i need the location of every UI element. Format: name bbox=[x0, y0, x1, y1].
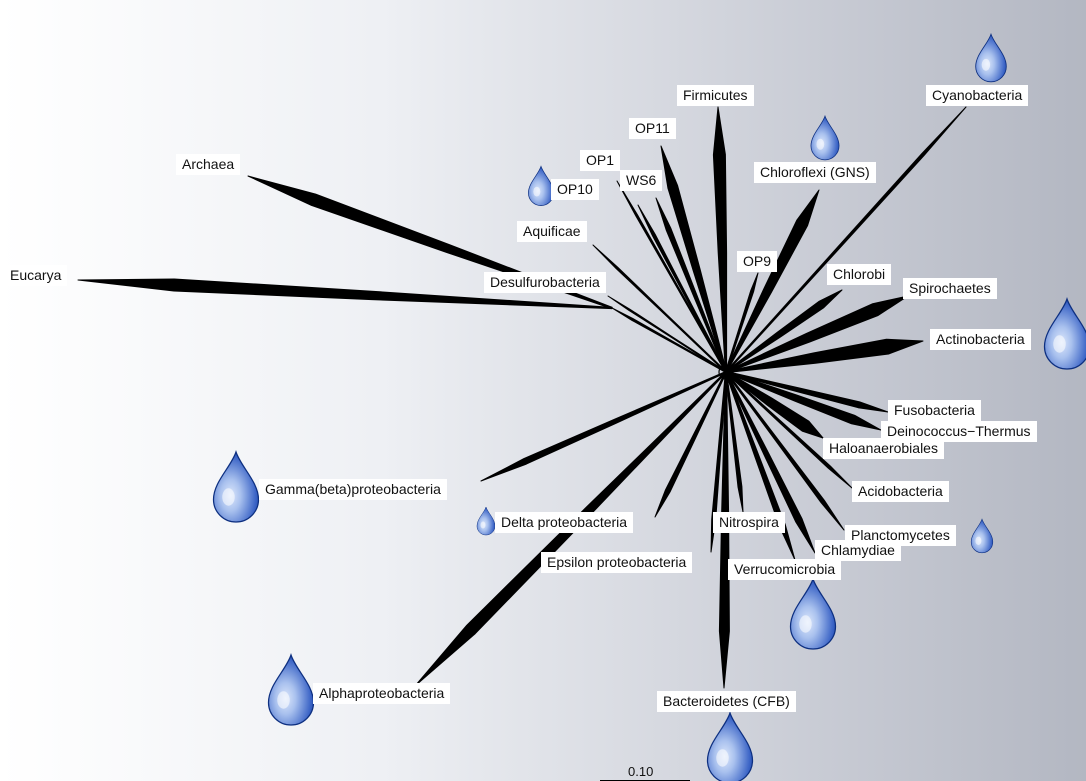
label-epsilon-proteobacteria: Epsilon proteobacteria bbox=[541, 552, 693, 573]
branch-op11 bbox=[660, 145, 728, 373]
drop-highlight bbox=[716, 749, 729, 767]
water-drop-icon bbox=[212, 450, 260, 523]
branch-chlamydiae bbox=[725, 371, 816, 554]
water-drop-icon bbox=[789, 577, 837, 650]
water-drop-chloroflexi bbox=[810, 114, 840, 161]
water-drop-op10 bbox=[528, 165, 554, 206]
label-bacteroidetes: Bacteroidetes (CFB) bbox=[657, 691, 796, 712]
branch-eucarya bbox=[77, 278, 613, 310]
branch-op9 bbox=[724, 272, 759, 373]
water-drop-gamma bbox=[212, 450, 260, 523]
label-actinobacteria: Actinobacteria bbox=[930, 329, 1031, 350]
drop-highlight bbox=[1053, 335, 1066, 353]
branch-chlorobi bbox=[725, 289, 843, 373]
branch-gamma bbox=[480, 371, 727, 482]
label-eucarya: Eucarya bbox=[4, 265, 68, 286]
label-op10: OP10 bbox=[551, 179, 599, 200]
branch-acidobacteria bbox=[725, 371, 853, 489]
drop-highlight bbox=[816, 138, 825, 150]
water-drops bbox=[212, 32, 1086, 781]
branch-op10 bbox=[637, 204, 727, 373]
water-drop-alpha bbox=[267, 653, 315, 726]
water-drop-actinobacteria bbox=[1043, 297, 1086, 370]
label-chlamydiae: Chlamydiae bbox=[815, 540, 901, 561]
drop-highlight bbox=[222, 488, 235, 506]
branch-chloroflexi bbox=[725, 189, 820, 373]
branch-fusobacteria bbox=[725, 370, 889, 413]
branch-desulfurobacteria-stem bbox=[611, 307, 727, 373]
water-drop-planctomycetes bbox=[970, 518, 994, 554]
label-haloanaerobiales: Haloanaerobiales bbox=[823, 438, 944, 459]
branch-nitrospira bbox=[724, 371, 744, 513]
label-delta-proteobacteria: Delta proteobacteria bbox=[495, 512, 634, 533]
label-alphaproteobacteria: Alphaproteobacteria bbox=[313, 683, 451, 704]
label-op11: OP11 bbox=[629, 118, 676, 139]
water-drop-icon bbox=[970, 518, 994, 554]
branch-delta bbox=[654, 371, 727, 518]
label-archaea: Archaea bbox=[176, 154, 241, 175]
drop-highlight bbox=[277, 691, 290, 709]
branch-desulfurobacteria bbox=[607, 295, 727, 373]
label-acidobacteria: Acidobacteria bbox=[852, 481, 949, 502]
water-drop-bacteroidetes bbox=[706, 711, 754, 781]
label-chlorobi: Chlorobi bbox=[827, 264, 892, 285]
label-op1: OP1 bbox=[580, 150, 621, 171]
branch-planctomycetes bbox=[725, 371, 845, 531]
water-drop-delta bbox=[476, 506, 496, 536]
label-nitrospira: Nitrospira bbox=[713, 512, 785, 533]
label-spirochaetes: Spirochaetes bbox=[903, 278, 997, 299]
label-desulfurobacteria: Desulfurobacteria bbox=[484, 272, 606, 293]
scale-bar-label: 0.10 bbox=[628, 764, 654, 779]
label-cyanobacteria: Cyanobacteria bbox=[926, 85, 1029, 106]
branch-ws6 bbox=[655, 197, 728, 373]
branch-haloanaerobiales bbox=[725, 371, 824, 439]
water-drop-icon bbox=[267, 653, 315, 726]
water-drop-icon bbox=[706, 711, 754, 781]
water-drop-cyanobacteria bbox=[975, 32, 1007, 83]
branch-actinobacteria bbox=[725, 338, 924, 374]
drop-highlight bbox=[480, 521, 486, 529]
branch-spirochaetes bbox=[725, 295, 909, 374]
water-drop-icon bbox=[975, 32, 1007, 83]
label-fusobacteria: Fusobacteria bbox=[888, 400, 981, 421]
label-firmicutes: Firmicutes bbox=[677, 85, 754, 106]
label-deinococcus-thermus: Deinococcus−Thermus bbox=[881, 421, 1037, 442]
drop-highlight bbox=[975, 536, 982, 545]
label-chloroflexi: Chloroflexi (GNS) bbox=[754, 162, 876, 183]
label-op9: OP9 bbox=[737, 251, 778, 272]
tree-branches bbox=[77, 106, 967, 689]
label-aquificae: Aquificae bbox=[517, 221, 587, 242]
branch-cyanobacteria bbox=[725, 106, 967, 373]
water-drop-icon bbox=[1043, 297, 1086, 370]
label-verrucomicrobia: Verrucomicrobia bbox=[728, 559, 842, 580]
label-ws6: WS6 bbox=[620, 170, 663, 191]
water-drop-icon bbox=[528, 165, 554, 206]
water-drop-icon bbox=[476, 506, 496, 536]
water-drop-verrucomicrobia bbox=[789, 577, 837, 650]
branch-aquificae bbox=[592, 244, 727, 373]
drop-highlight bbox=[533, 186, 541, 197]
drop-highlight bbox=[799, 615, 812, 633]
water-drop-icon bbox=[810, 114, 840, 161]
branch-deinococcus bbox=[725, 370, 882, 431]
branch-firmicutes bbox=[712, 106, 728, 373]
tree-root bbox=[718, 364, 734, 380]
label-gamma-beta-proteobacteria: Gamma(beta)proteobacteria bbox=[259, 479, 447, 500]
drop-highlight bbox=[981, 58, 991, 71]
